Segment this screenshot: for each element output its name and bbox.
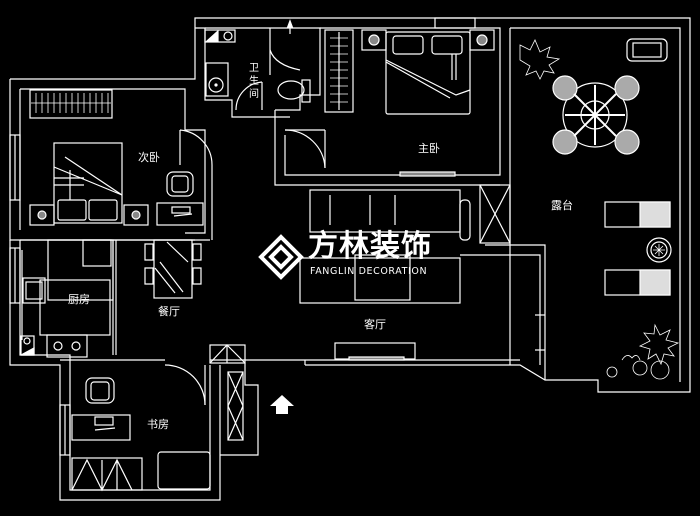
master-bedroom [274,17,501,186]
logo-mark-icon [258,234,304,280]
room-label-bathroom: 卫 生 间 [248,62,260,101]
terrace [509,28,680,380]
watermark-logo: 方林装饰 FANGLIN DECORATION [258,232,448,284]
kitchen [9,239,210,358]
dining-room [144,239,202,299]
logo-name-en: FANGLIN DECORATION [310,266,428,277]
entrance-arrow-icon [270,395,294,414]
bathroom-char-1: 卫 [249,63,259,74]
study [59,344,259,492]
plants-corner [606,323,680,380]
plant [519,39,561,80]
shaft [460,184,546,380]
bathroom-char-3: 间 [249,89,259,100]
second-bedroom [9,89,213,240]
room-label-master-bedroom: 主卧 [418,142,440,155]
room-label-study: 书房 [147,418,169,431]
room-label-kitchen: 厨房 [68,293,90,306]
room-label-dining-room: 餐厅 [158,305,180,318]
room-label-second-bedroom: 次卧 [138,151,160,164]
room-label-living-room: 客厅 [364,318,386,331]
living-room [210,189,520,365]
bathroom-char-2: 生 [249,76,259,87]
logo-name-cn: 方林装饰 [308,229,432,264]
room-label-terrace: 露台 [551,199,573,212]
bathroom [195,19,321,118]
